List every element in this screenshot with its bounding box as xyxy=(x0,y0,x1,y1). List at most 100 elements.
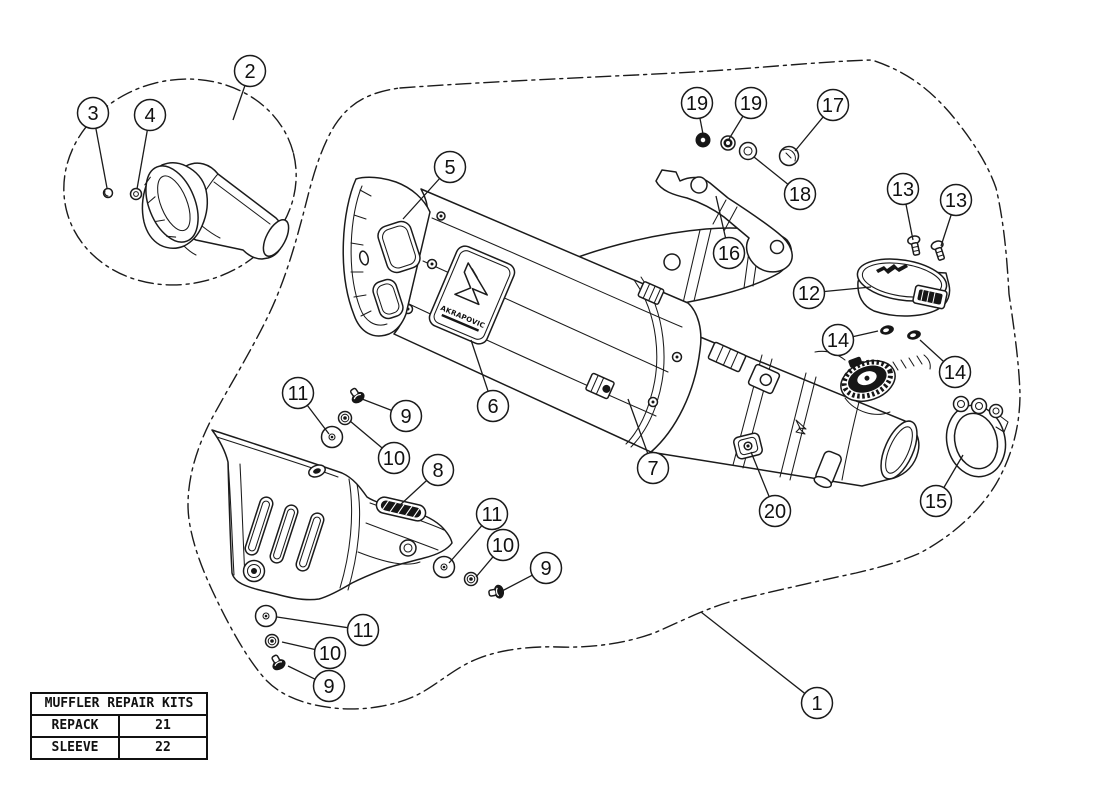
callout-balloon xyxy=(938,355,972,389)
shield-grommet-bottom xyxy=(242,559,266,583)
callout-number: 10 xyxy=(383,448,405,470)
clip-nut-20 xyxy=(733,432,763,460)
callout-9: 9 xyxy=(361,398,423,433)
callout-balloon xyxy=(792,276,826,310)
callout-number: 15 xyxy=(925,491,947,513)
callout-8: 8 xyxy=(398,453,455,507)
table-header: MUFFLER REPAIR KITS xyxy=(32,694,206,716)
callout-number: 9 xyxy=(323,676,334,698)
callout-balloon xyxy=(886,172,920,206)
callout-number: 7 xyxy=(647,458,658,480)
shield-slot xyxy=(295,512,325,572)
leader-line xyxy=(475,556,494,578)
kit-name: SLEEVE xyxy=(32,738,120,758)
callout-11: 11 xyxy=(448,497,509,564)
screw-13-b xyxy=(930,240,945,261)
callout-number: 11 xyxy=(353,620,374,642)
callout-10: 10 xyxy=(281,636,347,670)
callout-balloon xyxy=(389,399,423,433)
leader-line xyxy=(448,525,483,564)
callout-number: 9 xyxy=(540,558,551,580)
kit-number: 21 xyxy=(155,718,171,733)
callout-number: 6 xyxy=(487,396,498,418)
shield-hole-right xyxy=(399,539,417,557)
leader-line xyxy=(919,339,944,363)
main-view-boundary xyxy=(187,59,1021,710)
nut-19-a xyxy=(695,132,711,148)
callout-14: 14 xyxy=(919,339,972,389)
callout-19: 19 xyxy=(680,86,714,135)
strap-tab-lower xyxy=(585,372,615,400)
callout-1: 1 xyxy=(700,611,834,720)
callout-balloon xyxy=(758,494,792,528)
shield-hole-top xyxy=(308,464,326,478)
callout-balloon xyxy=(486,528,520,562)
leader-line xyxy=(398,480,428,507)
callout-balloon xyxy=(133,98,167,132)
leader-line xyxy=(470,339,489,392)
muffler-logo-plate: AKRAPOVIC xyxy=(428,245,516,345)
callout-17: 17 xyxy=(794,88,850,152)
leader-line xyxy=(943,454,964,488)
callout-number: 14 xyxy=(827,330,849,352)
callout-balloon xyxy=(233,54,267,88)
callout-balloon xyxy=(712,236,746,270)
kit-number: 22 xyxy=(155,740,171,755)
leader-line xyxy=(349,420,383,449)
callout-balloon xyxy=(313,636,347,670)
leader-line xyxy=(728,115,744,140)
screw-9-set3 xyxy=(271,654,286,671)
callout-number: 16 xyxy=(718,243,740,265)
screw-9-set1 xyxy=(349,387,365,404)
washer-11-set1 xyxy=(320,425,344,449)
callout-balloon xyxy=(821,323,855,357)
callout-11: 11 xyxy=(281,376,330,435)
callout-16: 16 xyxy=(712,195,746,270)
callout-number: 2 xyxy=(244,61,255,83)
callout-number: 11 xyxy=(482,504,503,526)
callout-10: 10 xyxy=(475,528,520,578)
leader-line xyxy=(281,641,316,651)
callout-number: 3 xyxy=(87,103,98,125)
callout-20: 20 xyxy=(750,451,792,528)
callout-13: 13 xyxy=(939,183,973,247)
leader-line xyxy=(232,85,246,121)
table-row: SLEEVE 22 xyxy=(32,738,206,758)
callout-2: 2 xyxy=(232,54,267,121)
callout-number: 19 xyxy=(686,93,708,115)
callout-number: 4 xyxy=(144,105,155,127)
pipe-bracket-slotted xyxy=(707,341,747,373)
callout-11: 11 xyxy=(276,613,380,647)
callout-number: 17 xyxy=(822,95,844,117)
callout-number: 10 xyxy=(492,535,514,557)
callout-12: 12 xyxy=(792,276,872,310)
washer-11-set3 xyxy=(254,604,278,628)
callout-9: 9 xyxy=(287,665,346,703)
washer-18 xyxy=(738,141,758,161)
muffler-repair-kits-table: MUFFLER REPAIR KITS REPACK 21 SLEEVE 22 xyxy=(30,692,208,760)
clip-14-b xyxy=(907,330,921,340)
callout-balloon xyxy=(475,497,509,531)
tip-washer-4 xyxy=(129,187,143,201)
strap-tab-upper xyxy=(637,281,665,305)
leader-line xyxy=(95,128,108,189)
callout-number: 5 xyxy=(444,157,455,179)
leader-line xyxy=(501,574,533,592)
callout-9: 9 xyxy=(501,551,563,592)
exhaust-valve-assembly xyxy=(814,350,931,415)
callout-balloon xyxy=(636,451,670,485)
detail-view-boundary xyxy=(63,78,297,286)
kit-name: REPACK xyxy=(32,716,120,736)
callout-number: 20 xyxy=(764,501,786,523)
leader-line xyxy=(287,665,316,680)
callout-balloon xyxy=(377,441,411,475)
leader-line xyxy=(276,616,348,629)
callout-number: 14 xyxy=(944,362,966,384)
shield-slot xyxy=(244,496,274,556)
callout-13: 13 xyxy=(886,172,920,241)
callout-balloon xyxy=(734,86,768,120)
callout-3: 3 xyxy=(76,96,110,189)
nut-19-b xyxy=(720,135,736,151)
